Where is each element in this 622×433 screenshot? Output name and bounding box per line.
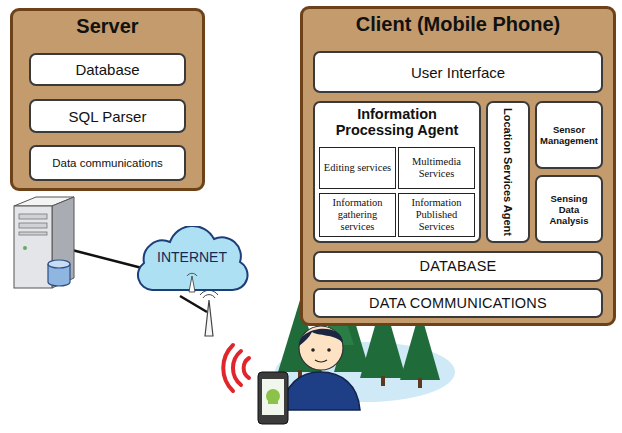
- service-box: Editing services: [319, 147, 396, 189]
- box-heading: Information Processing Agent: [315, 106, 479, 138]
- box-label: Multimedia Services: [401, 156, 472, 180]
- component-box: Data communications: [29, 145, 186, 181]
- box-heading: Client (Mobile Phone): [303, 12, 613, 36]
- person: [282, 326, 360, 410]
- box-label: Sensor Management: [540, 124, 598, 146]
- component-box: Sensor Management: [535, 101, 603, 169]
- component-box: DATA COMMUNICATIONS: [313, 288, 603, 318]
- server-computer: [14, 197, 74, 288]
- box-label: DATABASE: [420, 258, 497, 275]
- server-box: ServerDatabaseSQL ParserData communicati…: [10, 8, 205, 191]
- wireless-signal: [223, 345, 249, 391]
- antenna: [200, 290, 218, 336]
- component-box: Database: [29, 53, 186, 86]
- network-wire: [180, 296, 207, 312]
- box-label: Database: [75, 61, 139, 78]
- box-label: Sensing Data Analysis: [541, 193, 597, 226]
- box-label: INTERNET: [157, 249, 227, 265]
- agent-box: Location Services Agent: [486, 101, 530, 243]
- box-label: SQL Parser: [69, 108, 147, 125]
- component-box: DATABASE: [313, 251, 603, 282]
- service-box: Multimedia Services: [398, 147, 475, 189]
- box-label: DATA COMMUNICATIONS: [369, 295, 547, 312]
- box-label: User Interface: [411, 64, 505, 81]
- component-box: Sensing Data Analysis: [535, 175, 603, 243]
- box-label: Information gathering services: [322, 197, 393, 233]
- agent-box: Information Processing AgentEditing serv…: [313, 101, 481, 243]
- box-heading: Server: [13, 14, 202, 38]
- internet-cloud: INTERNET: [132, 226, 252, 300]
- box-label: Information Published Services: [401, 197, 472, 233]
- box-label: Location Services Agent: [502, 108, 514, 236]
- box-label: Data communications: [52, 157, 163, 170]
- mobile-phone: [258, 372, 288, 424]
- component-box: User Interface: [313, 51, 603, 93]
- client-box: Client (Mobile Phone) User InterfaceInfor…: [300, 6, 616, 326]
- component-box: SQL Parser: [29, 99, 186, 133]
- box-label: Editing services: [324, 162, 391, 174]
- network-wire: [72, 250, 142, 268]
- service-box: Information gathering services: [319, 193, 396, 237]
- service-box: Information Published Services: [398, 193, 475, 237]
